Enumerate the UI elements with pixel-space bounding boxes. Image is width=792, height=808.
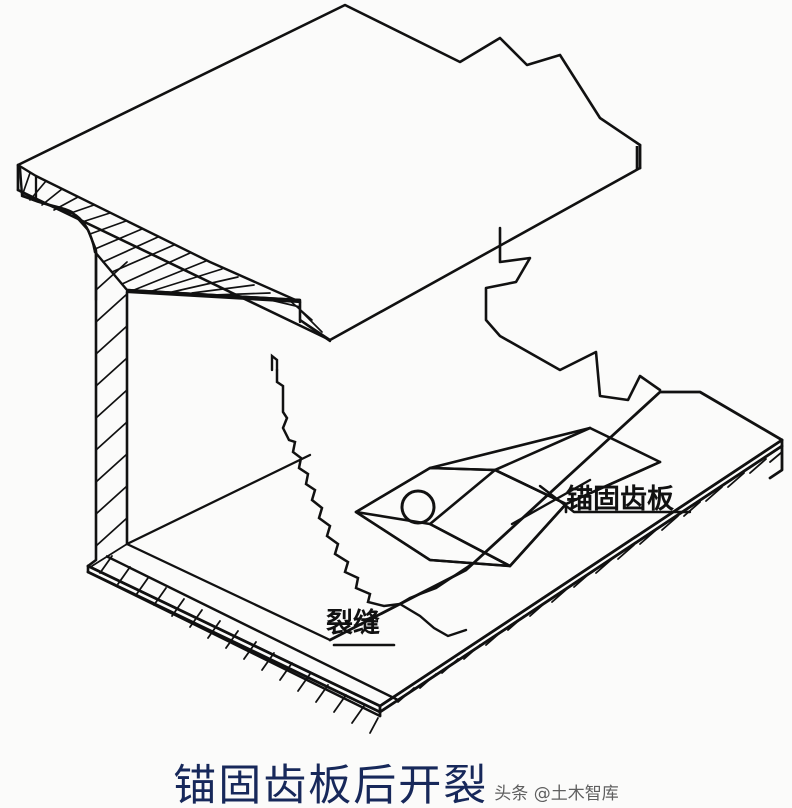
watermark-text: 头条 @土木智库	[494, 784, 619, 804]
anchorage-hole-icon	[400, 489, 436, 525]
bottom-slab-right-band-edges	[379, 438, 783, 714]
label-anchor-plate: 锚固齿板	[566, 484, 674, 515]
crack-line	[275, 368, 474, 608]
bottom-slab	[86, 390, 784, 718]
caption-title: 锚固齿板后开裂	[173, 761, 489, 808]
inner-chamber-surfaces	[125, 290, 332, 642]
bottom-slab-left-band-edges	[87, 554, 399, 708]
top-deck-slab	[16, 3, 642, 342]
label-crack: 裂缝	[326, 607, 380, 639]
caption-row: 锚固齿板后开裂 头条 @土木智库	[0, 735, 792, 808]
left-web-hatching	[91, 261, 128, 567]
anchor-plate-footprint	[354, 466, 568, 568]
deck-underside-haunch	[18, 166, 332, 343]
break-line-upper-right	[484, 226, 662, 402]
crack-branch	[270, 353, 468, 638]
deck-section-hatching	[21, 172, 323, 333]
leader-line-anchor-plate	[510, 478, 692, 526]
